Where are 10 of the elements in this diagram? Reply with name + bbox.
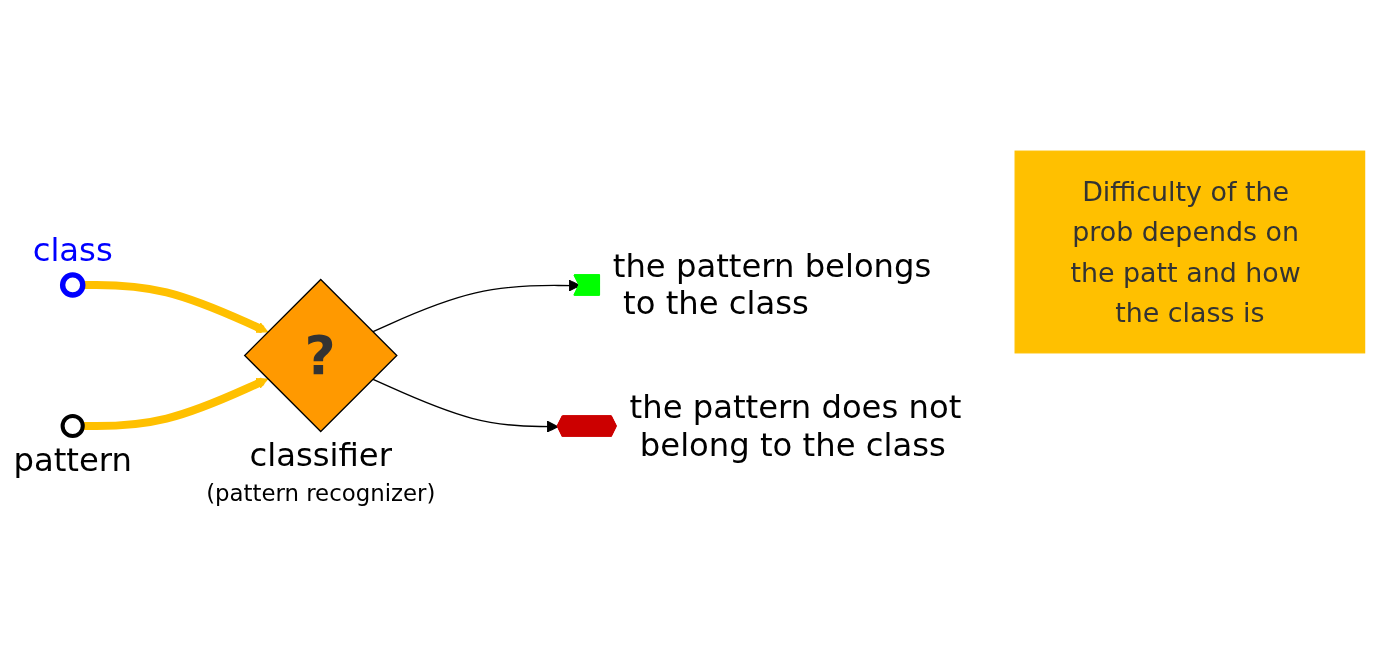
node-circle (59, 272, 86, 298)
node-circle (60, 413, 85, 439)
node-box: Difficulty of the prob depends on the patt and how the class is (1014, 150, 1366, 354)
node-diamond: ? (243, 278, 398, 433)
node-caption: (pattern recognizer) (206, 480, 436, 507)
node-caption: classifier (249, 436, 392, 475)
node-caption: the pattern does not belong to the class (629, 387, 962, 464)
node-caption: class (32, 231, 113, 270)
node-caption: pattern (13, 441, 132, 480)
node-caption: the pattern belongs to the class (612, 246, 932, 323)
